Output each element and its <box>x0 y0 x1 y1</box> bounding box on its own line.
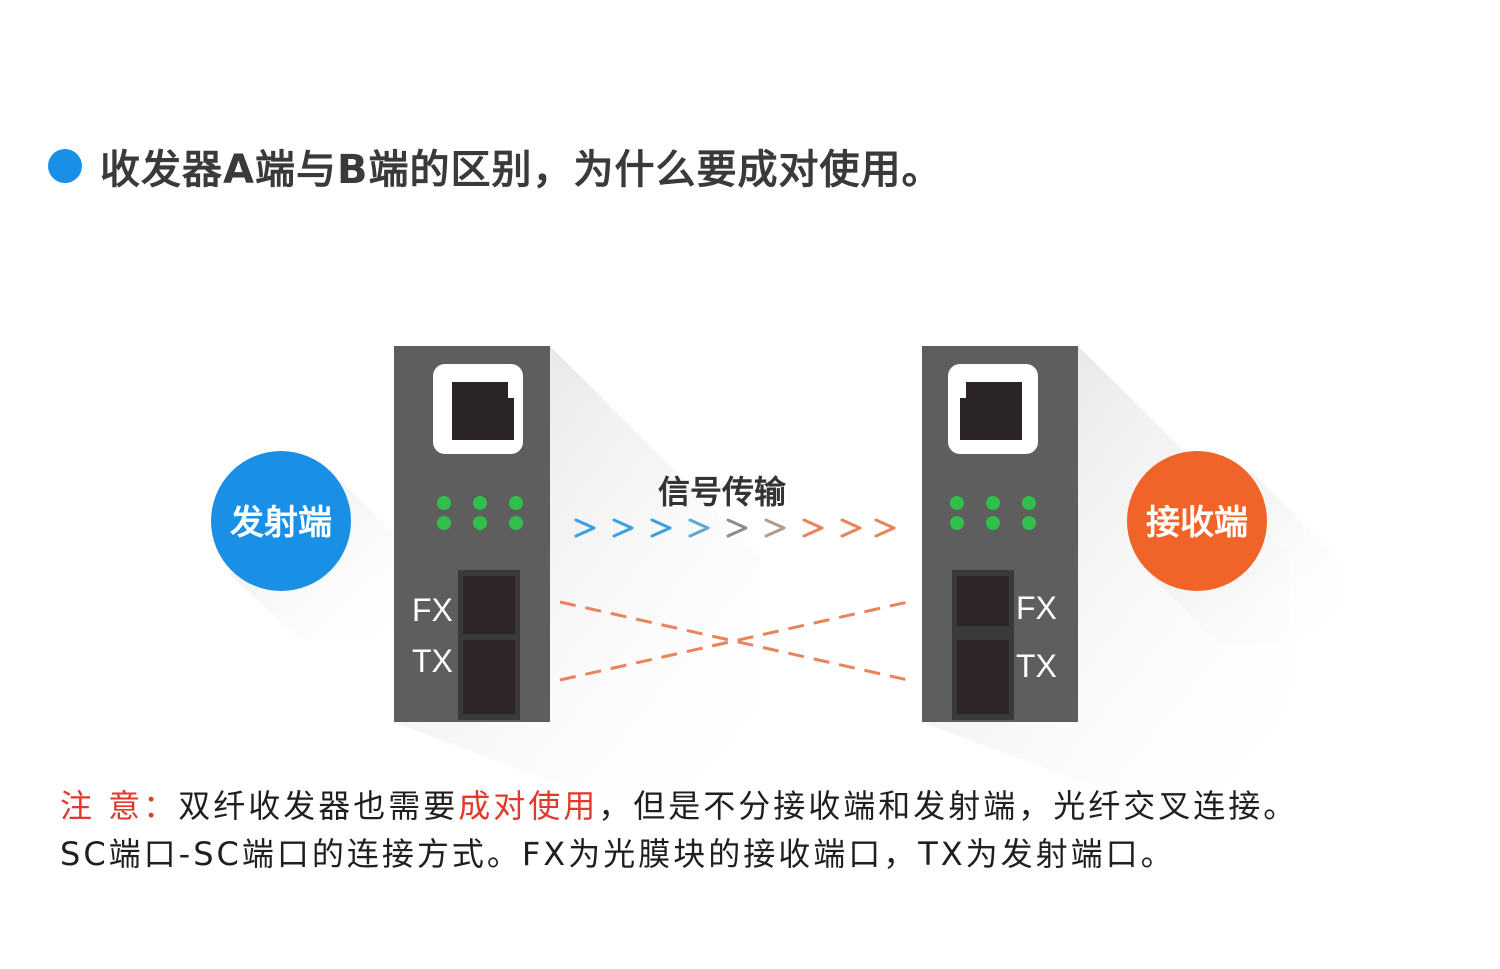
right-badge <box>1127 451 1267 591</box>
note-line-1: 注 意：双纤收发器也需要成对使用，但是不分接收端和发射端，光纤交叉连接。 <box>60 782 1480 830</box>
right-led-indicators <box>950 496 1036 530</box>
left-badge <box>211 451 351 591</box>
crossed-fiber-lines <box>559 600 909 682</box>
right-fx-port <box>957 576 1009 626</box>
left-device: FX TX <box>394 346 550 722</box>
title-text: 收发器A端与B端的区别，为什么要成对使用。 <box>100 147 943 193</box>
right-badge-label: 接收端 <box>1146 503 1248 543</box>
signal-label: 信号传输 <box>658 473 787 511</box>
signal-arrows <box>574 518 896 538</box>
note-line1-emphasis: 成对使用 <box>458 787 599 825</box>
section-title: 收发器A端与B端的区别，为什么要成对使用。 <box>48 136 942 196</box>
right-device-shadow <box>922 346 1290 800</box>
left-tx-port <box>463 640 515 714</box>
note-line1-b: ，但是不分接收端和发射端，光纤交叉连接。 <box>598 787 1299 825</box>
left-led-indicators <box>437 496 523 530</box>
bullet-dot-icon <box>48 149 82 183</box>
note-line-2: SC端口-SC端口的连接方式。FX为光膜块的接收端口，TX为发射端口。 <box>60 835 1176 873</box>
right-device: FX TX <box>922 346 1078 722</box>
left-port-fx-label: FX <box>412 592 453 628</box>
note-prefix: 注 意： <box>60 787 179 825</box>
note-line1-a: 双纤收发器也需要 <box>178 787 459 825</box>
left-port-tx-label: TX <box>412 643 453 679</box>
left-fx-port <box>463 576 515 634</box>
right-port-fx-label: FX <box>1016 590 1057 626</box>
left-badge-label: 发射端 <box>230 503 332 543</box>
note-text: 注 意：双纤收发器也需要成对使用，但是不分接收端和发射端，光纤交叉连接。 SC端… <box>60 782 1480 878</box>
right-tx-port <box>957 640 1009 714</box>
left-device-shadow <box>394 346 760 800</box>
right-port-tx-label: TX <box>1016 648 1057 684</box>
